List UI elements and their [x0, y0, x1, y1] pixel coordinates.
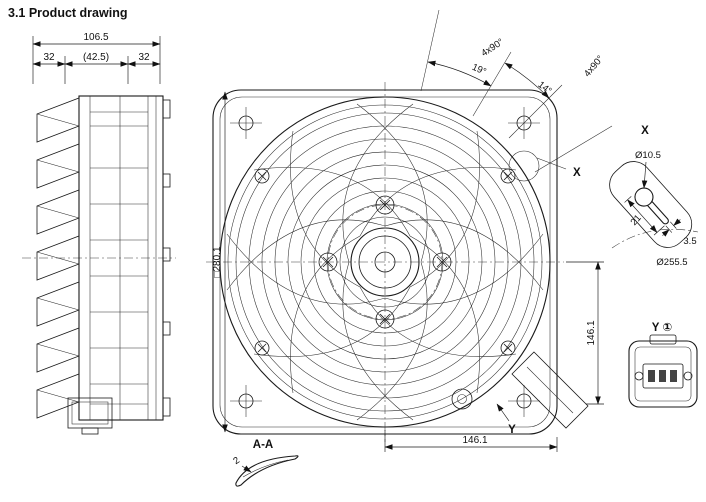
side-view-dimensions: 106.5 32 (42.5) 32 — [32, 32, 161, 84]
dim-slot-width: 3.5 — [683, 236, 696, 247]
callout-y-label: Y — [508, 424, 516, 436]
detail-y-title: Y ① — [652, 322, 672, 334]
angle-14: 14° — [535, 79, 553, 97]
section-aa-title: A-A — [253, 439, 273, 451]
section-aa-drawing: A-A 2 — [231, 439, 299, 487]
dim-flange-depth: 32 — [138, 52, 150, 63]
dim-mid-depth: (42.5) — [83, 52, 109, 63]
dim-total-depth: 106.5 — [83, 32, 108, 43]
dim-hole-pitch-vertical: 146.1 — [586, 320, 597, 345]
dim-impeller-depth: 32 — [43, 52, 55, 63]
side-view-drawing — [22, 95, 176, 435]
dim-frame-size: □280.1 — [212, 246, 223, 278]
connector-pin — [670, 370, 677, 382]
angle-slots: 4x90° — [582, 53, 606, 79]
detail-y-drawing: Y ① — [628, 322, 698, 408]
page-title: 3.1 Product drawing — [8, 6, 127, 20]
angle-holes-top: 4x90° — [479, 37, 506, 60]
dim-hole-diameter: Ø10.5 — [635, 150, 661, 161]
connector-pin — [648, 370, 655, 382]
dim-blade-thickness: 2 — [231, 455, 241, 467]
detail-x-title: X — [641, 125, 649, 137]
dim-pitch-circle: Ø255.5 — [656, 257, 687, 268]
dim-hole-pitch-horizontal: 146.1 — [462, 435, 487, 446]
angle-19: 19° — [470, 62, 488, 78]
front-view-dimensions: □280.1 146.1 146.1 4x90° 19° 14° 4x90° X… — [212, 9, 613, 452]
detail-x-drawing: X Ø10.5 21 3.5 Ø255.5 — [609, 125, 699, 268]
connector-pin — [659, 370, 666, 382]
front-view-drawing — [206, 82, 589, 442]
callout-x-label: X — [573, 167, 581, 179]
